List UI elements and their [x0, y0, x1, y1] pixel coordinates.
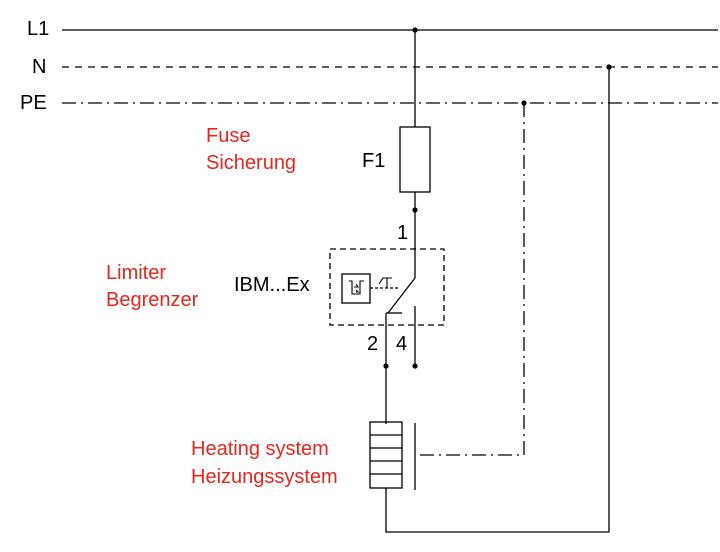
neutral-return-wire	[385, 67, 610, 533]
reset-latch-icon	[378, 277, 392, 288]
limiter-label-en: Limiter	[106, 262, 167, 284]
pe-label: PE	[20, 92, 47, 114]
fuse-designator: F1	[362, 150, 386, 172]
n-label: N	[32, 56, 47, 78]
fuse-label-de: Sicherung	[206, 152, 297, 174]
temperature-sensor-icon	[349, 280, 364, 295]
terminal-1-dot	[412, 207, 418, 213]
n-junction-dot	[606, 64, 612, 70]
pe-drop-wire	[415, 103, 525, 456]
fuse-body	[399, 126, 431, 193]
l1-junction-dot	[412, 27, 418, 33]
fuse-label-en: Fuse	[206, 125, 251, 147]
heater-label-en: Heating system	[191, 438, 329, 460]
limiter-sensor-box	[341, 273, 371, 304]
heater-label-de: Heizungssystem	[191, 466, 338, 488]
pe-junction-dot	[521, 100, 527, 106]
limiter-model: IBM...Ex	[234, 274, 310, 296]
terminal-4-label: 4	[396, 333, 408, 355]
limiter-label-de: Begrenzer	[106, 289, 199, 311]
terminal-1-label: 1	[397, 222, 409, 244]
limiter-enclosure	[329, 248, 445, 326]
terminal-2-label: 2	[367, 333, 379, 355]
heater-block	[369, 421, 403, 489]
terminal-4-dot	[412, 363, 418, 369]
terminal-2-dot	[383, 363, 389, 369]
l1-label: L1	[27, 18, 50, 40]
switch-contact	[387, 277, 416, 314]
